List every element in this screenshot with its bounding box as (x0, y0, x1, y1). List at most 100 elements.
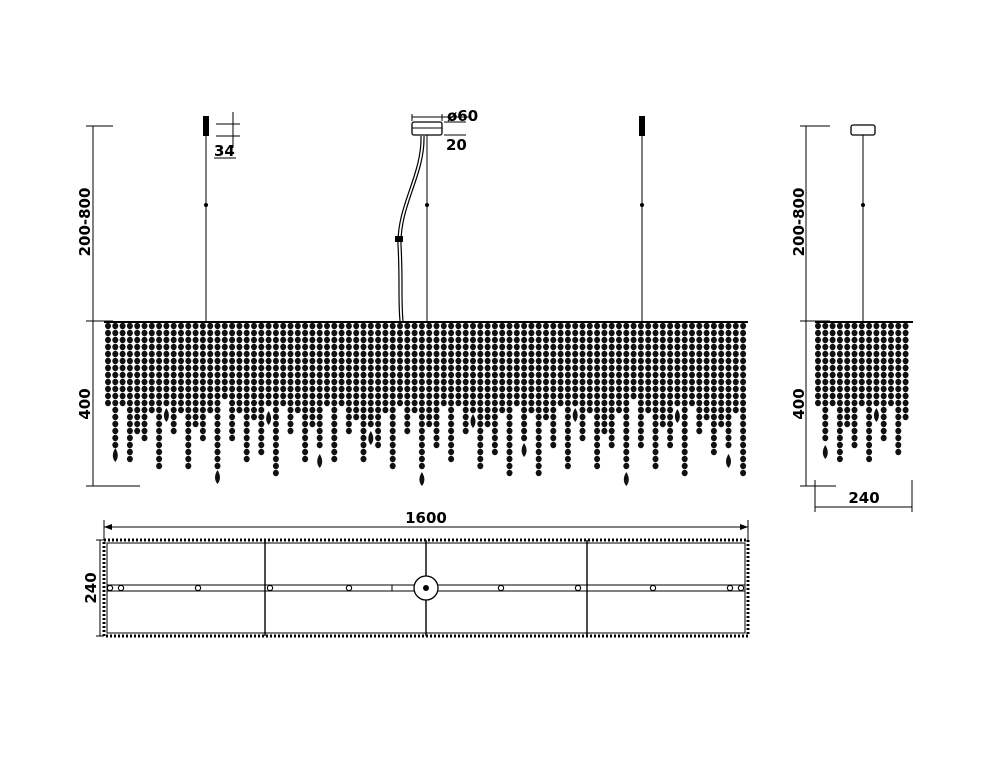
bead-strand (207, 322, 214, 414)
bead-strand (448, 322, 455, 463)
bead-strand (272, 322, 279, 477)
bead-strand (822, 322, 829, 459)
bead-strand (477, 322, 484, 470)
canopy-diameter-label: ø60 (447, 107, 478, 125)
bead-strand (331, 322, 338, 463)
bead-strand (265, 322, 272, 425)
hook-height-dimension: 34 (214, 112, 240, 160)
canopy: ø60 20 (411, 107, 478, 154)
top-mount-points (106, 584, 745, 592)
mount-point (106, 584, 114, 592)
bead-strand (866, 322, 873, 463)
bead-strand (616, 322, 622, 414)
bead-strand (302, 322, 309, 463)
bead-strand (105, 322, 111, 407)
left-suspension-wire (203, 116, 209, 321)
bead-strand (659, 322, 666, 428)
bead-strand (608, 322, 615, 449)
bead-strand (499, 322, 506, 414)
bead-strand (258, 322, 265, 456)
mount-point (117, 584, 125, 592)
bead-strand (623, 322, 630, 486)
mount-point (266, 584, 274, 592)
side-drop-dimension: 200-800 (790, 125, 830, 322)
bead-strand (888, 322, 894, 407)
bead-strand (564, 322, 571, 470)
bead-strand (579, 322, 586, 442)
bead-strand (732, 322, 739, 414)
top-center-rail (107, 575, 745, 601)
bead-strand (287, 322, 294, 435)
bead-strand (440, 322, 447, 407)
top-width-label: 240 (82, 572, 100, 603)
side-width-label: 240 (848, 489, 879, 507)
bead-strand (397, 322, 403, 407)
bead-strand (382, 322, 389, 414)
bead-strand (163, 322, 170, 422)
bead-strand (550, 322, 557, 449)
bead-strand (316, 322, 323, 468)
bead-strand (740, 322, 747, 477)
front-bead-strands (105, 322, 747, 486)
front-body-height-label: 400 (76, 388, 94, 419)
bead-strand (829, 322, 836, 407)
bead-strand (594, 322, 601, 470)
bead-strand (667, 322, 674, 449)
bead-strand (681, 322, 688, 477)
bead-strand (178, 322, 184, 414)
side-body-height-label: 400 (790, 388, 808, 419)
side-body-height-dimension: 400 (790, 321, 836, 487)
bead-strand (214, 322, 221, 484)
bead-strand (433, 322, 440, 449)
bead-strand (506, 322, 513, 477)
bead-strand (389, 322, 396, 470)
bead-strand (294, 322, 301, 414)
mount-point (649, 584, 657, 592)
bead-strand (836, 322, 843, 463)
bead-strand (873, 322, 880, 422)
front-body-height-dimension: 400 (76, 321, 140, 487)
bead-strand (895, 322, 902, 456)
central-wire (425, 135, 429, 321)
bead-strand (199, 322, 206, 442)
bead-strand (535, 322, 542, 477)
bead-strand (112, 322, 119, 462)
bead-strand (192, 322, 199, 428)
side-drop-label: 200-800 (790, 188, 808, 257)
bead-strand (251, 322, 257, 421)
bead-strand (462, 322, 469, 435)
bead-strand (418, 322, 425, 486)
bead-strand (345, 322, 352, 435)
bead-strand (902, 322, 909, 421)
right-suspension-wire (639, 116, 645, 321)
bead-strand (557, 322, 564, 407)
bead-strand (229, 322, 236, 442)
mount-point (194, 584, 202, 592)
bead-strand (630, 322, 637, 400)
side-canopy (850, 124, 876, 321)
bead-strand (404, 322, 411, 435)
bead-strand (411, 322, 418, 414)
bead-strand (426, 322, 433, 428)
bead-strand (360, 322, 367, 463)
bead-strand (543, 322, 549, 421)
bead-strand (880, 322, 887, 442)
top-view: 1600 240 (82, 509, 750, 638)
bead-strand (243, 322, 250, 463)
bead-strand (725, 322, 732, 468)
front-drop-label: 200-800 (76, 188, 94, 257)
bead-strand (689, 322, 695, 407)
side-width-dimension: 240 (814, 480, 913, 512)
top-width-dimension: 240 (82, 539, 104, 637)
bead-strand (185, 322, 192, 470)
bead-strand (645, 322, 652, 414)
bead-strand (572, 322, 579, 422)
bead-strand (309, 322, 316, 428)
bead-strand (637, 322, 644, 449)
bead-strand (815, 322, 821, 407)
bead-strand (126, 322, 133, 463)
bead-strand (280, 322, 287, 407)
front-view: 200-800 400 34 (76, 107, 748, 487)
bead-strand (601, 322, 608, 435)
bead-strand (521, 322, 528, 457)
